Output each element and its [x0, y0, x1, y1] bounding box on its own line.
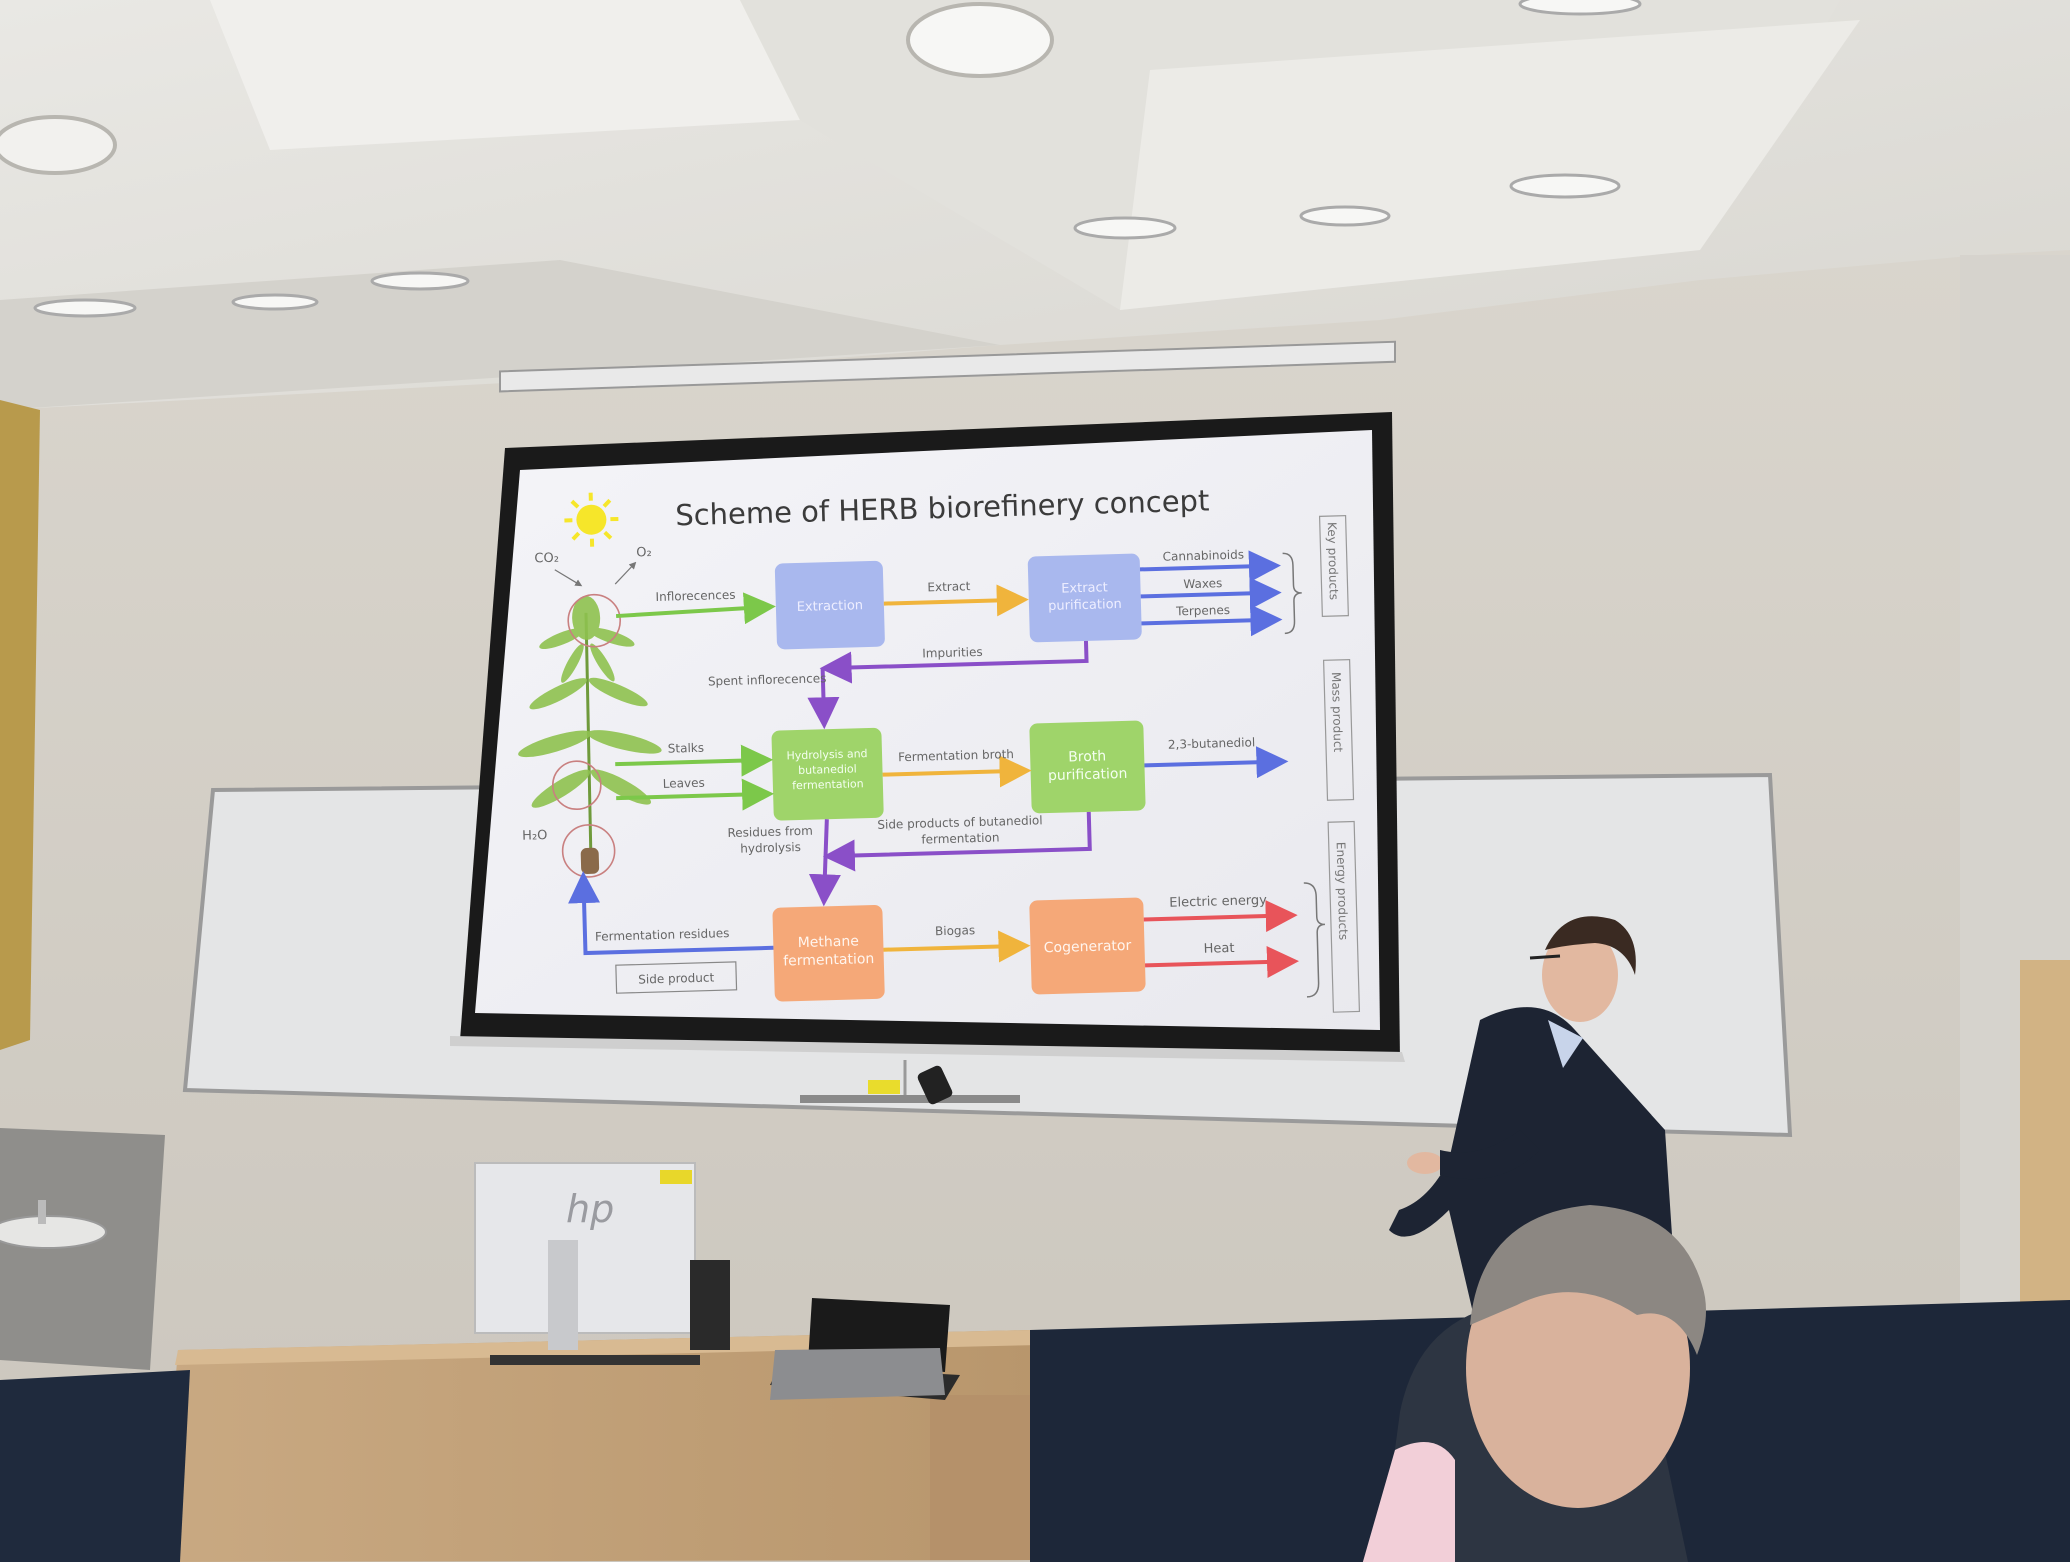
mass-product-group	[1322, 658, 1355, 801]
svg-text:Extractpurification: Extractpurification	[1047, 580, 1122, 614]
broth-purification-label-2: purification	[1048, 766, 1128, 784]
side-product-label: Side product	[638, 970, 715, 986]
audience-member	[1362, 1205, 1706, 1562]
side-product-box	[615, 961, 738, 994]
hydrolysis-label-3: fermentation	[792, 777, 864, 792]
broth-purification-box	[1029, 720, 1146, 814]
extraction-box	[774, 560, 885, 650]
residues-label-1: Residues from	[727, 824, 813, 840]
curtain	[0, 400, 40, 1050]
ceiling-light	[1518, 0, 1642, 16]
cogenerator-box	[1029, 897, 1146, 995]
waxes-label: Waxes	[1183, 576, 1222, 591]
svg-text:Methanefermentation: Methanefermentation	[783, 933, 875, 970]
residues-label-2: hydrolysis	[740, 840, 801, 856]
mass-product-label: Mass product	[1329, 672, 1345, 753]
co2-label: CO₂	[534, 551, 559, 567]
svg-text:Hydrolysis andbutanediolfermen: Hydrolysis andbutanediolfermentation	[786, 747, 868, 792]
ceiling-light	[1299, 205, 1391, 227]
svg-text:Side products of butanediolfer: Side products of butanediolfermentation	[877, 813, 1043, 848]
energy-products-group	[1327, 820, 1361, 1013]
cannabinoids-label: Cannabinoids	[1162, 548, 1244, 564]
biogas-label: Biogas	[935, 923, 976, 938]
hydrolysis-label-2: butanediol	[798, 762, 857, 777]
energy-products-label: Energy products	[1334, 842, 1351, 941]
ceiling-light	[33, 298, 137, 318]
cogenerator-label: Cogenerator	[1044, 938, 1132, 956]
ceiling-light	[906, 2, 1054, 78]
sun-icon	[564, 492, 619, 547]
electric-energy-label: Electric energy	[1169, 893, 1267, 911]
ceiling-light	[231, 293, 319, 311]
h2o-label: H₂O	[522, 828, 548, 844]
ceiling-light	[1509, 173, 1621, 199]
ceiling-light	[1073, 216, 1177, 240]
key-products-label: Key products	[1325, 522, 1341, 600]
o2-label: O₂	[636, 545, 652, 560]
ceiling-light	[370, 271, 470, 291]
inflorecences-label: Inflorecences	[655, 588, 735, 604]
svg-text:Brothpurification: Brothpurification	[1047, 748, 1127, 784]
fermentation-residues-label: Fermentation residues	[595, 926, 730, 944]
monitor-brand-logo: hp	[566, 1187, 614, 1231]
extract-purification-label-1: Extract	[1061, 580, 1108, 596]
side-products-label-1: Side products of butanediol	[877, 813, 1043, 832]
svg-text:Residues fromhydrolysis: Residues fromhydrolysis	[727, 824, 813, 856]
ceiling-light	[0, 115, 117, 175]
monitor: hp	[474, 1162, 730, 1365]
side-products-label-2: fermentation	[921, 830, 999, 846]
slide: Scheme of HERB biorefinery concept CO₂ O…	[518, 483, 1361, 1013]
laptop	[770, 1298, 960, 1400]
sink-panel	[0, 1128, 165, 1370]
projection-screen	[475, 430, 1380, 1030]
butanediol-label: 2,3-butanediol	[1168, 735, 1256, 751]
spent-inflorecences-label: Spent inflorecences	[708, 671, 827, 688]
extract-purification-label-2: purification	[1048, 597, 1122, 614]
heat-label: Heat	[1203, 941, 1234, 957]
key-products-group	[1318, 515, 1349, 617]
broth-purification-label-1: Broth	[1068, 748, 1106, 765]
hydrolysis-label-1: Hydrolysis and	[786, 747, 867, 762]
extract-purification-box	[1027, 553, 1142, 643]
methane-fermentation-box	[772, 904, 885, 1002]
methane-label-1: Methane	[798, 933, 860, 951]
stalks-label: Stalks	[668, 741, 705, 756]
extraction-label: Extraction	[797, 598, 864, 615]
fermentation-broth-label: Fermentation broth	[898, 747, 1014, 764]
terpenes-label: Terpenes	[1175, 603, 1230, 619]
impurities-label: Impurities	[922, 645, 983, 661]
hydrolysis-box	[771, 727, 884, 821]
screen-case	[499, 340, 1396, 393]
methane-label-2: fermentation	[783, 951, 874, 970]
leaves-label: Leaves	[663, 776, 705, 791]
extract-label: Extract	[927, 579, 971, 594]
